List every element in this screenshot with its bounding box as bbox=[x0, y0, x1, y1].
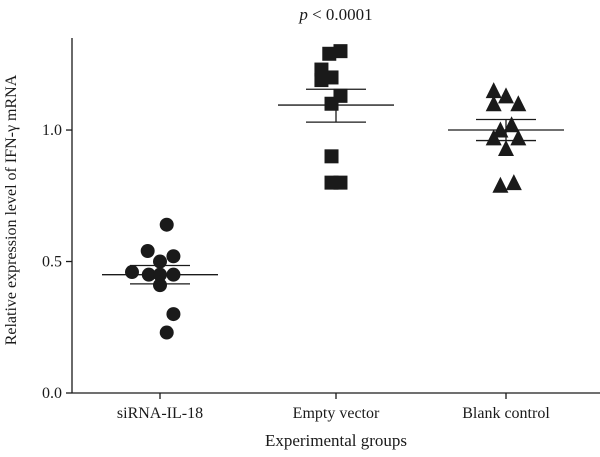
data-point-square bbox=[333, 175, 348, 190]
title-italic: p bbox=[298, 5, 308, 24]
data-point-circle bbox=[125, 265, 139, 280]
data-point-circle bbox=[166, 307, 181, 322]
title-rest: < 0.0001 bbox=[308, 5, 373, 24]
data-point-triangle bbox=[492, 176, 509, 193]
data-point-triangle bbox=[485, 129, 502, 146]
axes: 0.0 0.5 1.0 siRNA-IL-18 Empty vector Blank co… bbox=[42, 38, 600, 422]
data-point-triangle bbox=[503, 116, 520, 133]
series-group bbox=[278, 44, 394, 190]
data-point-square bbox=[333, 44, 348, 59]
y-tick-label: 1.0 bbox=[42, 122, 62, 139]
data-point-square bbox=[324, 149, 339, 164]
data-point-triangle bbox=[510, 129, 527, 146]
data-point-triangle bbox=[505, 174, 522, 191]
x-tick-label: Empty vector bbox=[293, 405, 380, 422]
data-point-square bbox=[314, 73, 329, 88]
x-tick-label: siRNA-IL-18 bbox=[117, 405, 203, 422]
data-point-triangle bbox=[485, 82, 502, 99]
data-point-triangle bbox=[498, 139, 514, 156]
data-point-circle bbox=[140, 244, 155, 258]
data-point-triangle bbox=[510, 95, 527, 112]
data-point-square bbox=[322, 46, 337, 61]
y-tick-label: 0.5 bbox=[42, 254, 62, 271]
x-axis-label: Experimental groups bbox=[265, 431, 407, 450]
data-point-circle bbox=[159, 325, 174, 340]
y-tick-label: 0.0 bbox=[42, 385, 62, 402]
series-group bbox=[102, 217, 218, 340]
data-point-square bbox=[324, 96, 339, 111]
data-marks bbox=[102, 44, 564, 340]
chart-title: p < 0.0001 bbox=[298, 5, 372, 24]
data-point-triangle bbox=[498, 87, 514, 104]
data-point-circle bbox=[166, 249, 181, 264]
series-group bbox=[448, 82, 564, 193]
x-tick-label: Blank control bbox=[462, 405, 550, 422]
data-point-circle bbox=[159, 217, 174, 232]
y-axis-label: Relative expression level of IFN-γ mRNA bbox=[3, 74, 20, 345]
data-point-triangle bbox=[485, 95, 502, 112]
data-point-circle bbox=[153, 278, 167, 293]
